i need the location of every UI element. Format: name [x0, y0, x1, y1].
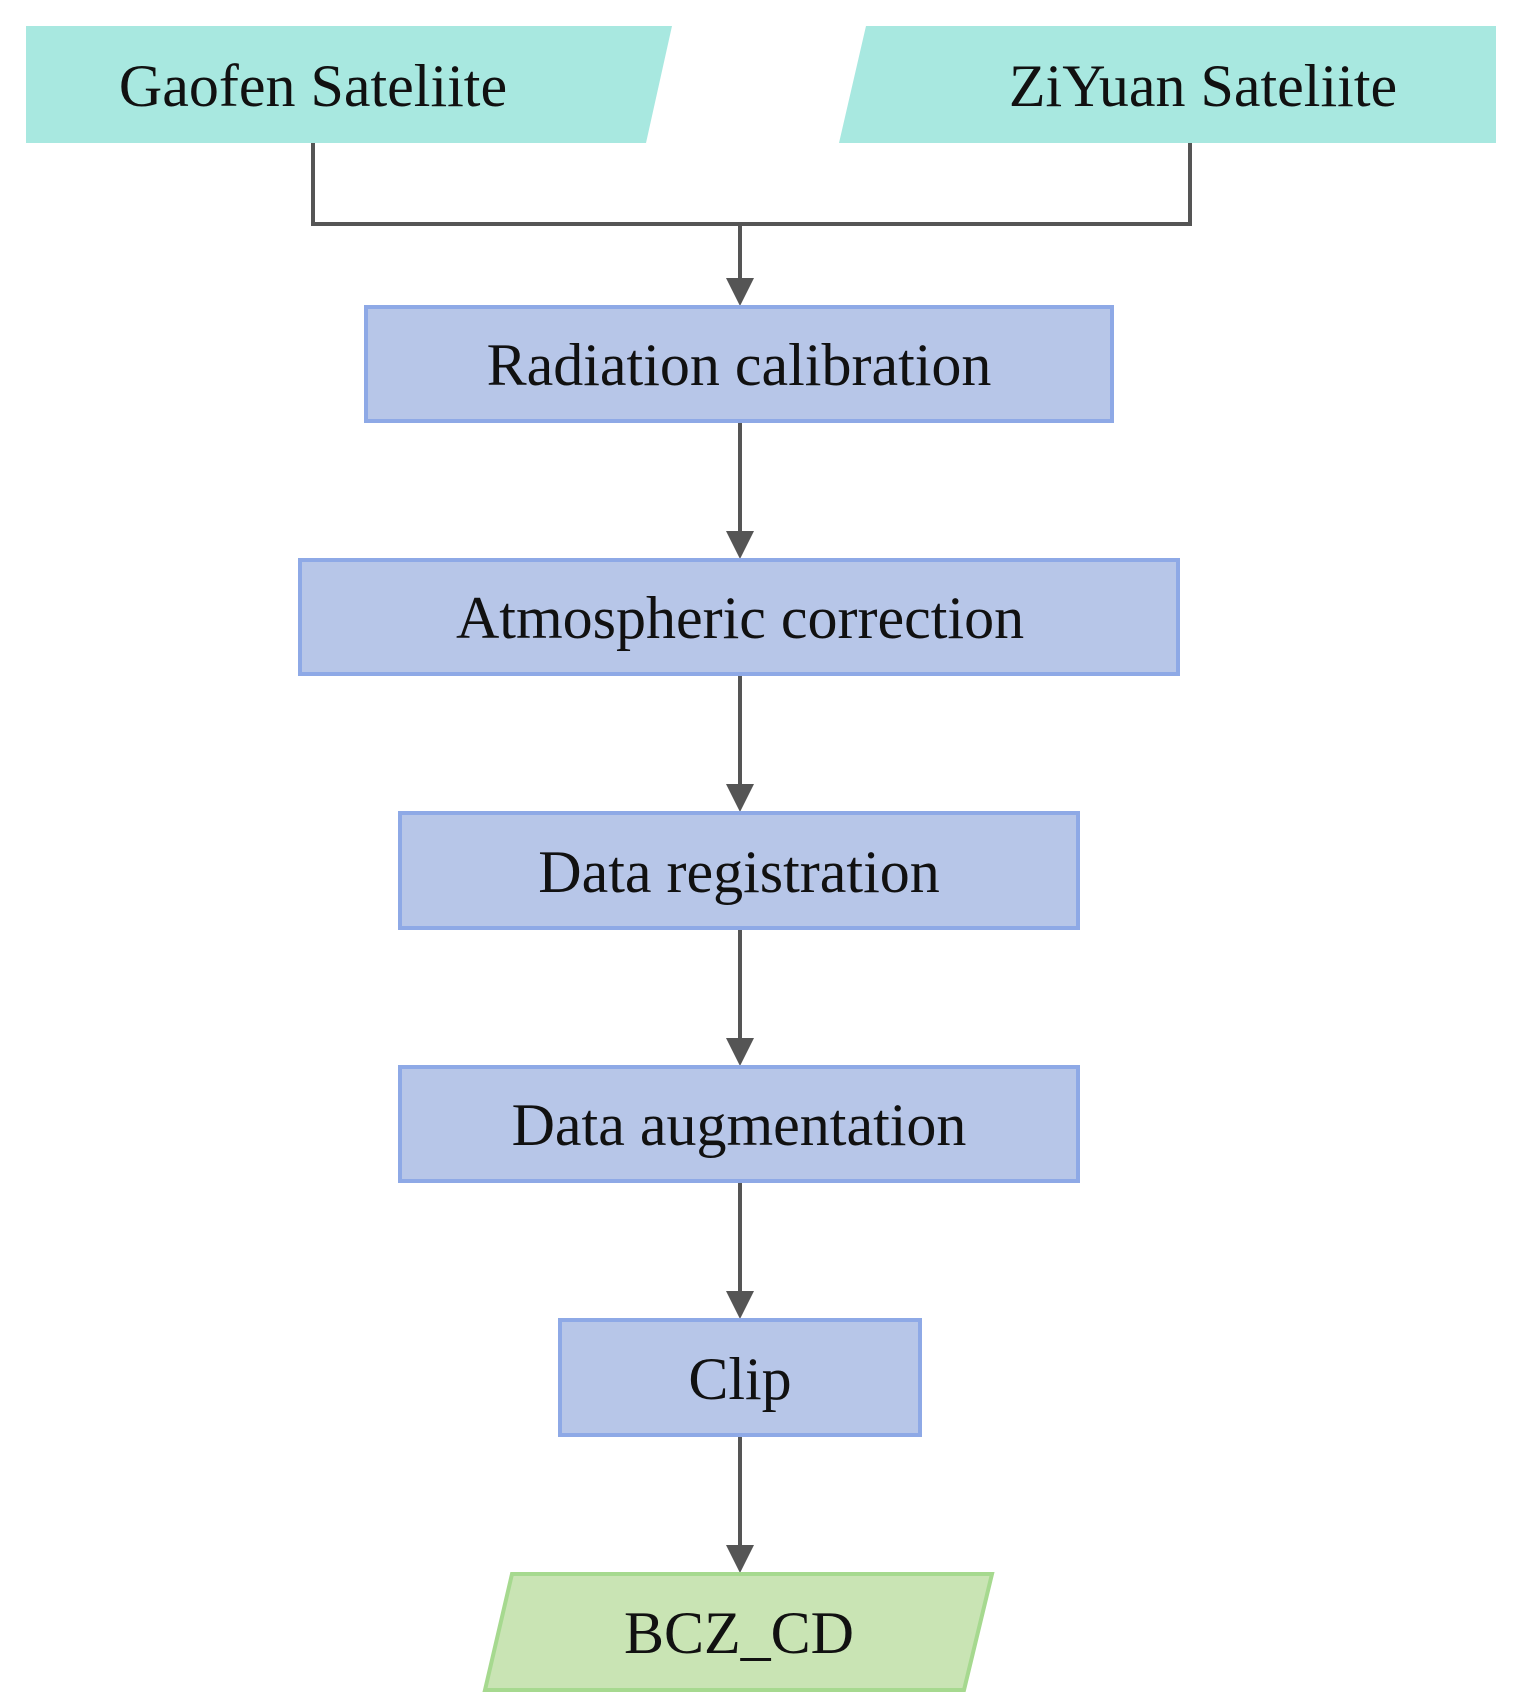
input-ziyuan-label: ZiYuan Sateliite — [1009, 53, 1397, 119]
arrowhead-to-output — [726, 1545, 754, 1573]
output-shape — [482, 1572, 995, 1692]
step-radiation-label: Radiation calibration — [487, 332, 992, 398]
step-radiation-node: Radiation calibration — [364, 305, 1114, 423]
input-ziyuan-node: ZiYuan Sateliite — [839, 26, 1496, 143]
arrowhead-to-registration — [726, 784, 754, 812]
connector-gaofen-to-merge — [311, 143, 740, 226]
arrowhead-to-atmospheric — [726, 531, 754, 559]
step-augmentation-node: Data augmentation — [398, 1065, 1080, 1183]
connectors — [311, 143, 1192, 1573]
input-gaofen-shape — [26, 26, 672, 143]
input-ziyuan-shape — [839, 26, 1496, 143]
step-registration-node: Data registration — [398, 811, 1080, 930]
input-gaofen-label: Gaofen Sateliite — [119, 53, 507, 119]
step-radiation-box — [364, 305, 1114, 423]
input-gaofen-node: Gaofen Sateliite — [26, 26, 672, 143]
arrowhead-to-radiation — [726, 278, 754, 306]
arrowhead-to-augmentation — [726, 1038, 754, 1066]
step-atmospheric-node: Atmospheric correction — [298, 558, 1180, 676]
step-atmospheric-label: Atmospheric correction — [456, 585, 1024, 651]
step-augmentation-label: Data augmentation — [512, 1092, 967, 1158]
step-clip-label: Clip — [688, 1346, 791, 1412]
step-clip-box — [558, 1318, 922, 1437]
output-label: BCZ_CD — [624, 1600, 854, 1666]
step-clip-node: Clip — [558, 1318, 922, 1437]
step-atmospheric-box — [298, 558, 1180, 676]
output-node: BCZ_CD — [482, 1572, 995, 1692]
arrowhead-to-clip — [726, 1291, 754, 1319]
step-registration-label: Data registration — [538, 839, 940, 905]
connector-ziyuan-to-merge — [740, 143, 1192, 226]
step-augmentation-box — [398, 1065, 1080, 1183]
step-registration-box — [398, 811, 1080, 930]
